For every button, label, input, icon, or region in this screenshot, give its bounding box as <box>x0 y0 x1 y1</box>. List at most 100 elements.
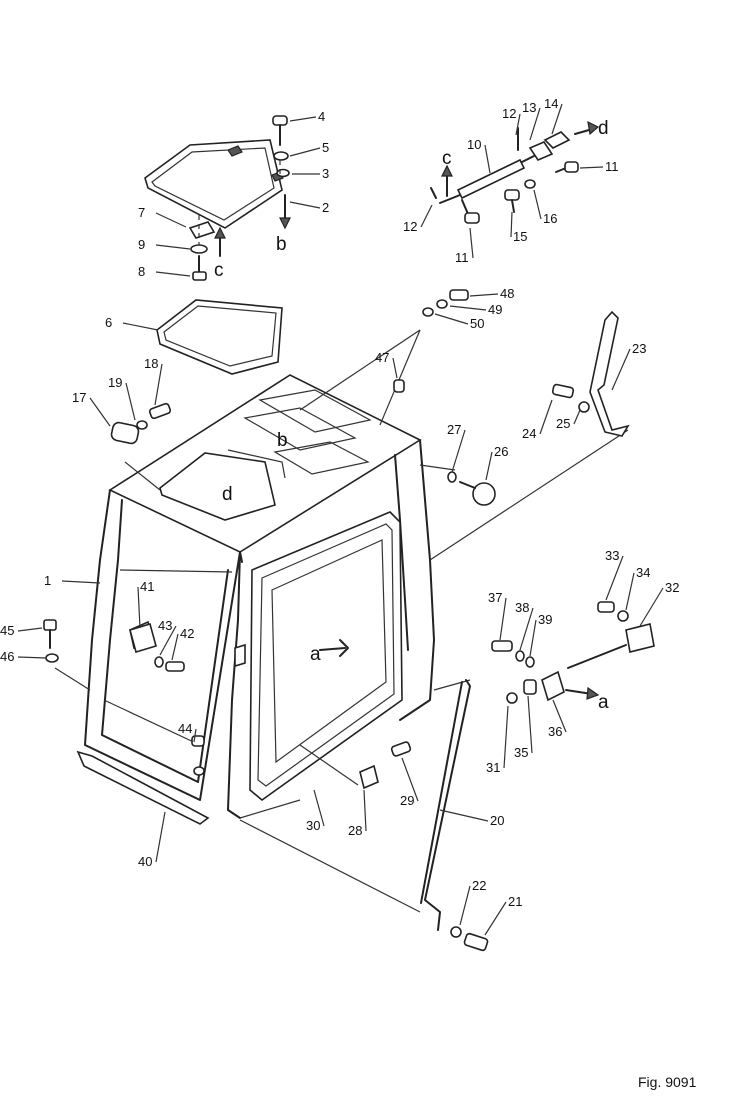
strip-40 <box>76 750 210 825</box>
bolt-48 <box>449 289 469 301</box>
bolt-33 <box>597 601 615 613</box>
leader-line-33 <box>605 555 624 601</box>
plate-36 <box>541 670 565 702</box>
leader-line-5 <box>289 147 321 157</box>
reference-letter-b2: b <box>277 430 288 451</box>
washer-34 <box>617 610 629 622</box>
washer-19 <box>136 420 148 430</box>
leader-line-27 <box>451 429 466 473</box>
bolt-21 <box>463 932 489 952</box>
reference-letter-c2: c <box>442 148 452 169</box>
callout-4: 4 <box>318 109 325 124</box>
washer-38 <box>515 650 525 662</box>
leader-line-22 <box>459 885 471 926</box>
leader-line-21 <box>484 901 507 936</box>
leader-line-18 <box>154 363 163 406</box>
callout-24: 24 <box>522 426 536 441</box>
stay-23 <box>589 310 630 437</box>
leader-line-39 <box>529 619 537 657</box>
leader-line-34 <box>625 572 635 611</box>
callout-11a: 11 <box>455 250 469 265</box>
nut-47 <box>393 379 405 393</box>
callout-17: 17 <box>72 390 86 405</box>
leader-line-42 <box>171 633 179 661</box>
leader-line-36 <box>552 699 567 733</box>
washer-3 <box>276 168 290 178</box>
arrow-d-damper <box>574 120 600 136</box>
callout-42: 42 <box>180 626 194 641</box>
callout-33: 33 <box>605 548 619 563</box>
leader-line-14 <box>551 103 563 135</box>
callout-28: 28 <box>348 823 362 838</box>
callout-7: 7 <box>138 205 145 220</box>
callout-6: 6 <box>105 315 112 330</box>
leader-line-44 <box>193 728 197 743</box>
callout-25: 25 <box>556 416 570 431</box>
callout-10: 10 <box>467 137 481 152</box>
cab-body <box>84 374 435 819</box>
washer-43 <box>154 656 164 668</box>
leader-line-6 <box>122 322 159 331</box>
leader-line-17 <box>89 397 111 427</box>
callout-16: 16 <box>543 211 557 226</box>
arrow-c-damper <box>441 164 453 197</box>
callout-48: 48 <box>500 286 514 301</box>
leader-line-40 <box>155 811 166 863</box>
leader-line-11a <box>469 227 474 259</box>
callout-50: 50 <box>470 316 484 331</box>
leader-line-4 <box>289 116 317 122</box>
callout-32: 32 <box>665 580 679 595</box>
bracket-28 <box>359 764 379 790</box>
leader-line-9 <box>155 244 191 250</box>
bolt-4 <box>272 115 288 146</box>
latch-rod-32 <box>567 623 655 669</box>
callout-41: 41 <box>140 579 154 594</box>
leader-line-37 <box>499 597 507 641</box>
washer-22 <box>450 926 462 938</box>
washer-5 <box>273 151 289 161</box>
callout-27: 27 <box>447 422 461 437</box>
leader-line-31 <box>503 705 509 769</box>
reference-letter-b1: b <box>276 234 287 255</box>
leader-line-30 <box>313 789 325 827</box>
bolt-37 <box>491 640 513 652</box>
leader-line-20 <box>439 809 489 822</box>
callout-35: 35 <box>514 745 528 760</box>
callout-19: 19 <box>108 375 122 390</box>
bolt-24 <box>551 383 575 399</box>
washer-25 <box>578 401 590 413</box>
callout-29: 29 <box>400 793 414 808</box>
leader-line-47 <box>392 357 398 379</box>
callout-11b: 11 <box>605 159 619 174</box>
leader-line-7 <box>155 212 187 228</box>
knob-26 <box>459 481 496 506</box>
bolt-42 <box>165 661 185 672</box>
leader-line-10 <box>484 144 491 174</box>
callout-1: 1 <box>44 573 51 588</box>
callout-2: 2 <box>322 200 329 215</box>
callout-36: 36 <box>548 724 562 739</box>
bolt-18 <box>148 402 172 420</box>
arrow-b-hatch <box>279 194 291 230</box>
washer-46 <box>45 653 59 663</box>
callout-18: 18 <box>144 356 158 371</box>
leader-line-48 <box>469 293 499 297</box>
washer-39 <box>525 656 535 668</box>
callout-39: 39 <box>538 612 552 627</box>
callout-46: 46 <box>0 649 14 664</box>
washer-49 <box>436 299 448 309</box>
bracket-7 <box>188 221 216 239</box>
arrow-c-hatch <box>214 226 226 257</box>
cap-31 <box>506 692 518 704</box>
callout-26: 26 <box>494 444 508 459</box>
bolt-8 <box>192 255 207 281</box>
callout-47: 47 <box>375 350 389 365</box>
leader-line-12b <box>515 113 521 136</box>
callout-38: 38 <box>515 600 529 615</box>
reference-letter-d2: d <box>598 118 609 139</box>
washer-44b <box>193 766 205 776</box>
callout-13: 13 <box>522 100 536 115</box>
